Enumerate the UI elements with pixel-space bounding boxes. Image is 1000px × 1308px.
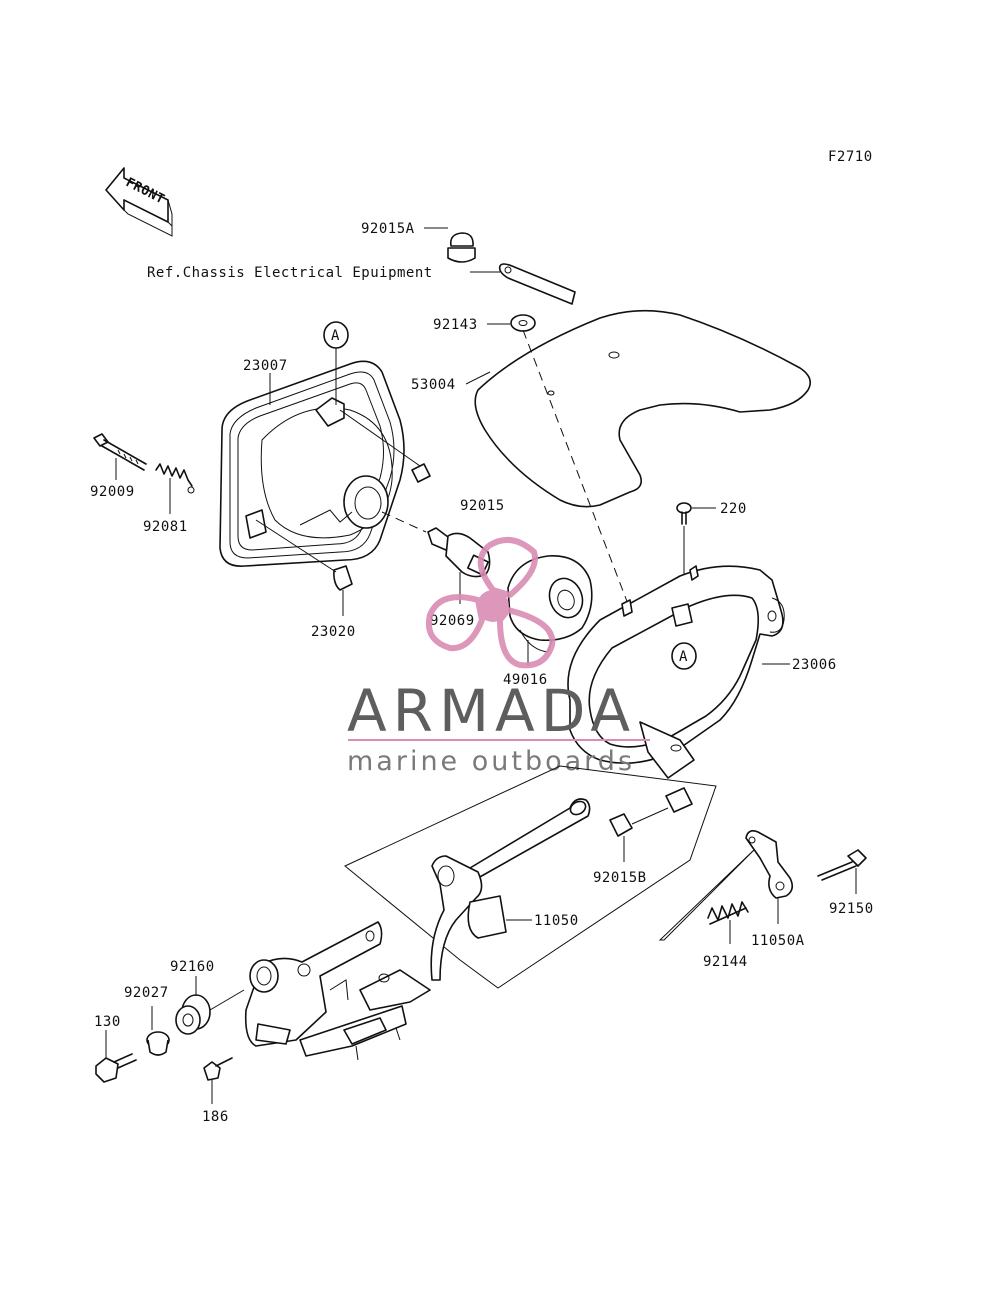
lever-arm (430, 798, 591, 981)
part-label-23007: 23007 (243, 358, 288, 374)
part-label-92150: 92150 (829, 901, 874, 917)
speed-nut-b (609, 787, 693, 862)
callout-a-bottom: A (671, 642, 697, 670)
part-label-92143: 92143 (433, 317, 478, 333)
figure-code: F2710 (828, 149, 873, 165)
part-label-92009: 92009 (90, 484, 135, 500)
return-spring (707, 901, 749, 944)
flange-bolt (95, 1030, 137, 1083)
collar (146, 1006, 170, 1056)
part-label-92015: 92015 (460, 498, 505, 514)
lever-bracket (745, 830, 794, 924)
part-label-220: 220 (720, 501, 747, 517)
part-label-49016: 49016 (503, 672, 548, 688)
part-label-186: 186 (202, 1109, 229, 1125)
callout-a-top: A (323, 321, 349, 405)
part-label-53004: 53004 (411, 377, 456, 393)
part-label-11050A: 11050A (751, 933, 805, 949)
mounting-base-bracket (244, 921, 431, 1061)
part-label-130: 130 (94, 1014, 121, 1030)
mounting-strap (498, 263, 576, 305)
callout-marker: A (331, 328, 340, 344)
part-label-92081: 92081 (143, 519, 188, 535)
part-label-92015B: 92015B (593, 870, 647, 886)
headlight-cover-plate (465, 309, 811, 508)
rubber-grommet (175, 976, 245, 1035)
assembly-outline (344, 765, 717, 989)
armada-propeller-logo (426, 536, 556, 669)
part-label-92144: 92144 (703, 954, 748, 970)
part-label-23006: 23006 (792, 657, 837, 673)
callout-marker-lower: A (679, 649, 688, 665)
watermark-tagline: marine outboards (347, 746, 635, 777)
washer (487, 314, 536, 332)
adjuster-spring (155, 463, 195, 514)
front-arrow-icon: FRONT (105, 167, 173, 237)
part-label-92160: 92160 (170, 959, 215, 975)
part-label-92027: 92027 (124, 985, 169, 1001)
reference-note: Ref.Chassis Electrical Epuipment (147, 265, 433, 281)
speed-nut-upper (339, 409, 431, 483)
adjuster-bolt (93, 433, 147, 480)
watermark-brand: ARMADA (347, 677, 636, 745)
small-bolt (203, 1057, 233, 1104)
part-label-23020: 23020 (311, 624, 356, 640)
pivot-bolt (817, 849, 867, 894)
cap-nut (424, 227, 476, 263)
part-label-11050: 11050 (534, 913, 579, 929)
headlight-housing (219, 360, 405, 567)
watermark-divider (348, 739, 650, 741)
speed-nut-clip (255, 519, 353, 616)
part-label-92015A: 92015A (361, 221, 415, 237)
part-label-92069: 92069 (430, 613, 475, 629)
